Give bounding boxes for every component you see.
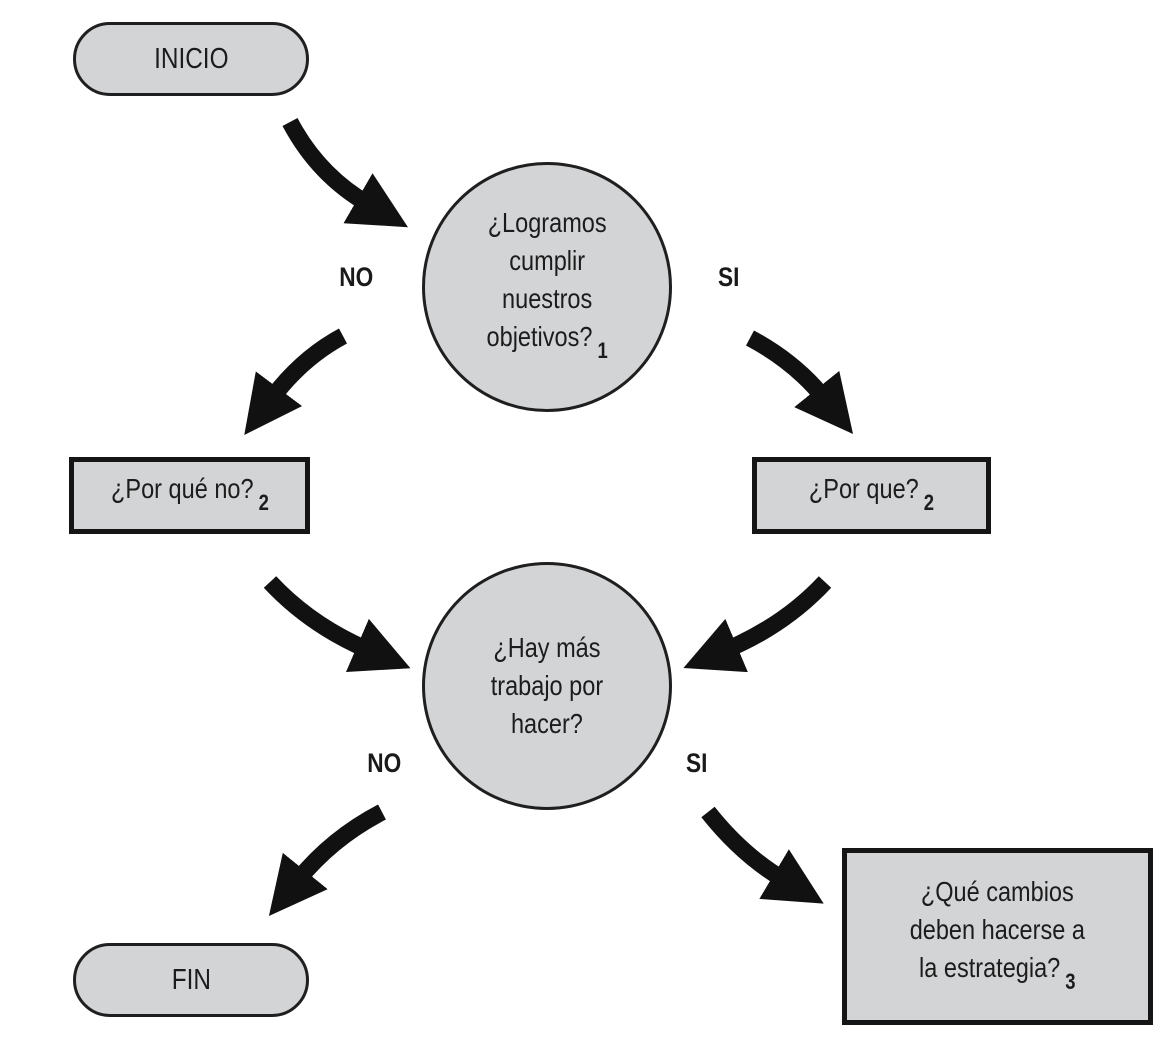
box-why-label: ¿Por que?2 xyxy=(809,470,934,522)
note-marker: 1 xyxy=(597,338,608,363)
box-strategy-changes-label: ¿Qué cambios deben hacerse a la estrateg… xyxy=(910,873,1085,1001)
branch-label-q1-no: NO xyxy=(339,262,374,292)
branch-label-q2-no: NO xyxy=(367,748,402,778)
box-strategy-changes: ¿Qué cambios deben hacerse a la estrateg… xyxy=(842,848,1153,1025)
box-why-not: ¿Por qué no?2 xyxy=(69,457,310,534)
arrow-por-que-no-to-q2 xyxy=(263,576,411,672)
branch-label-q2-si: SI xyxy=(686,748,708,778)
decision-objectives-met-label: ¿Logramos cumplir nuestros objetivos?1 xyxy=(486,204,607,370)
arrow-inicio-to-q1 xyxy=(282,117,408,228)
note-marker: 2 xyxy=(258,489,269,515)
end-terminal-label: FIN xyxy=(171,964,211,996)
start-terminal: INICIO xyxy=(73,22,309,96)
decision-more-work-label: ¿Hay más trabajo por hacer? xyxy=(490,632,604,739)
start-terminal-label: INICIO xyxy=(153,43,229,75)
note-marker: 2 xyxy=(923,489,935,515)
end-terminal: FIN xyxy=(73,943,309,1017)
box-why-not-label: ¿Por qué no?2 xyxy=(111,470,269,522)
note-marker: 3 xyxy=(1065,968,1076,994)
arrow-q1-si-to-por-que xyxy=(745,330,854,435)
arrow-q1-no-to-por-que-no xyxy=(244,328,348,435)
decision-objectives-met: ¿Logramos cumplir nuestros objetivos?1 xyxy=(422,162,672,412)
branch-label-q1-si: SI xyxy=(718,262,740,292)
arrow-q2-si-to-cambios xyxy=(701,806,824,904)
arrow-q2-no-to-fin xyxy=(268,804,386,916)
arrow-por-que-to-q2 xyxy=(683,576,832,673)
box-why: ¿Por que?2 xyxy=(752,457,991,534)
decision-more-work: ¿Hay más trabajo por hacer? xyxy=(422,562,672,810)
